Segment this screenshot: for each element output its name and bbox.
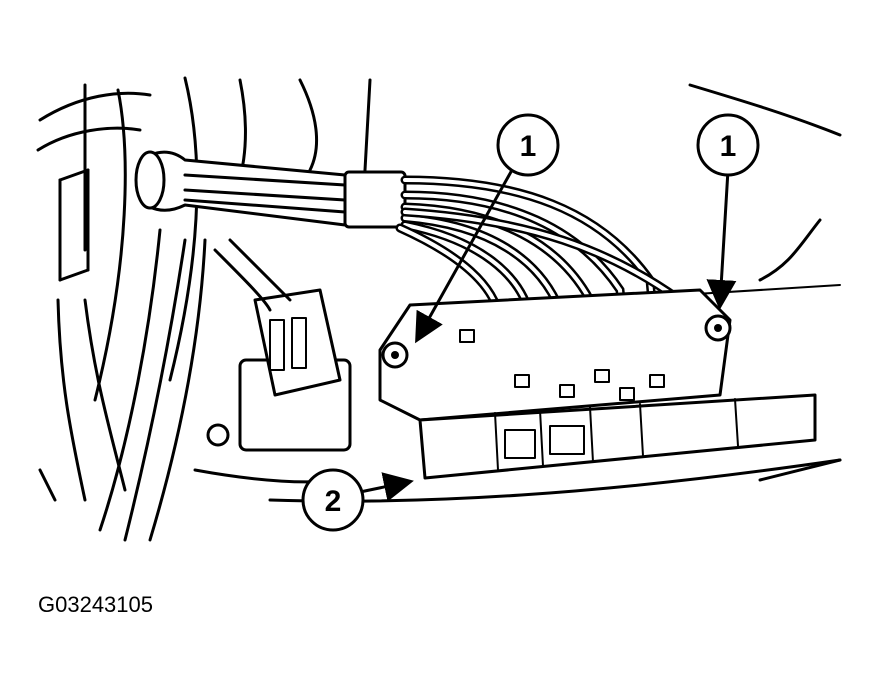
harness-wires	[395, 175, 695, 400]
support-tubes	[56, 168, 207, 542]
side-connector	[206, 238, 352, 452]
callout-1-right: 1	[696, 113, 760, 310]
callout-2: 2	[301, 468, 414, 532]
bolt-right	[704, 314, 732, 342]
wiring-harness	[134, 150, 407, 229]
callout-1-right-label: 1	[720, 130, 737, 163]
bolt-left	[381, 341, 409, 369]
electrical-connector	[418, 393, 817, 480]
mounting-bracket	[378, 288, 732, 422]
figure-id: G03243105	[38, 592, 153, 617]
callout-1-left-label: 1	[520, 130, 537, 163]
callout-2-label: 2	[325, 485, 342, 518]
callout-1-left: 1	[415, 113, 560, 344]
